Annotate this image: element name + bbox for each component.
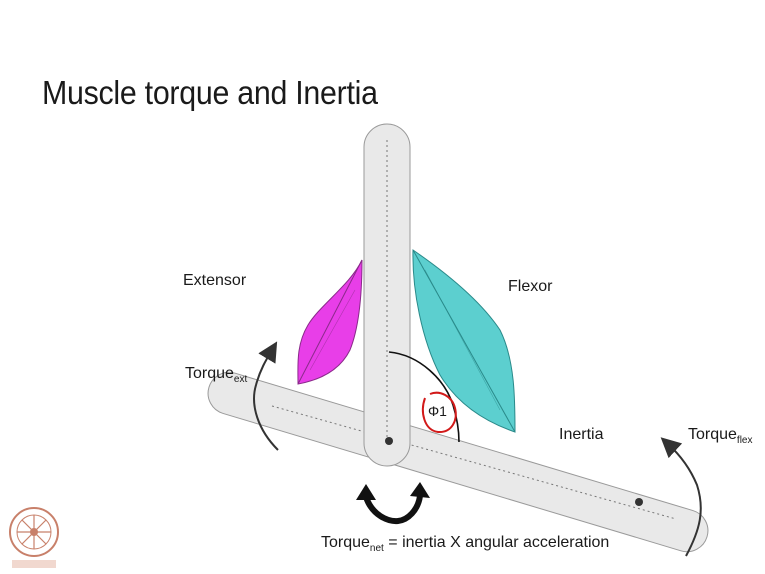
torque-ext-sub: ext	[234, 374, 247, 385]
institute-logo-icon	[6, 504, 62, 570]
torque-ext-main: Torque	[185, 365, 234, 382]
equation-sub: net	[370, 543, 384, 554]
torque-flex-sub: flex	[737, 435, 753, 446]
curved-double-arrow-icon	[356, 482, 430, 521]
inertia-label: Inertia	[559, 426, 603, 444]
elbow-joint-center	[385, 437, 393, 445]
upper-limb-segment	[364, 124, 410, 466]
extensor-label: Extensor	[183, 272, 246, 290]
extensor-muscle	[298, 260, 362, 384]
torque-ext-label: Torqueext	[185, 365, 247, 385]
distal-mass-center	[635, 498, 643, 506]
equation-label: Torquenet = inertia X angular accelerati…	[321, 534, 609, 554]
equation-main: Torque	[321, 534, 370, 551]
flexor-label: Flexor	[508, 278, 552, 296]
torque-flex-label: Torqueflex	[688, 426, 752, 446]
angle-label: Φ1	[428, 403, 447, 419]
torque-flex-main: Torque	[688, 426, 737, 443]
equation-rest: = inertia X angular acceleration	[384, 534, 609, 551]
